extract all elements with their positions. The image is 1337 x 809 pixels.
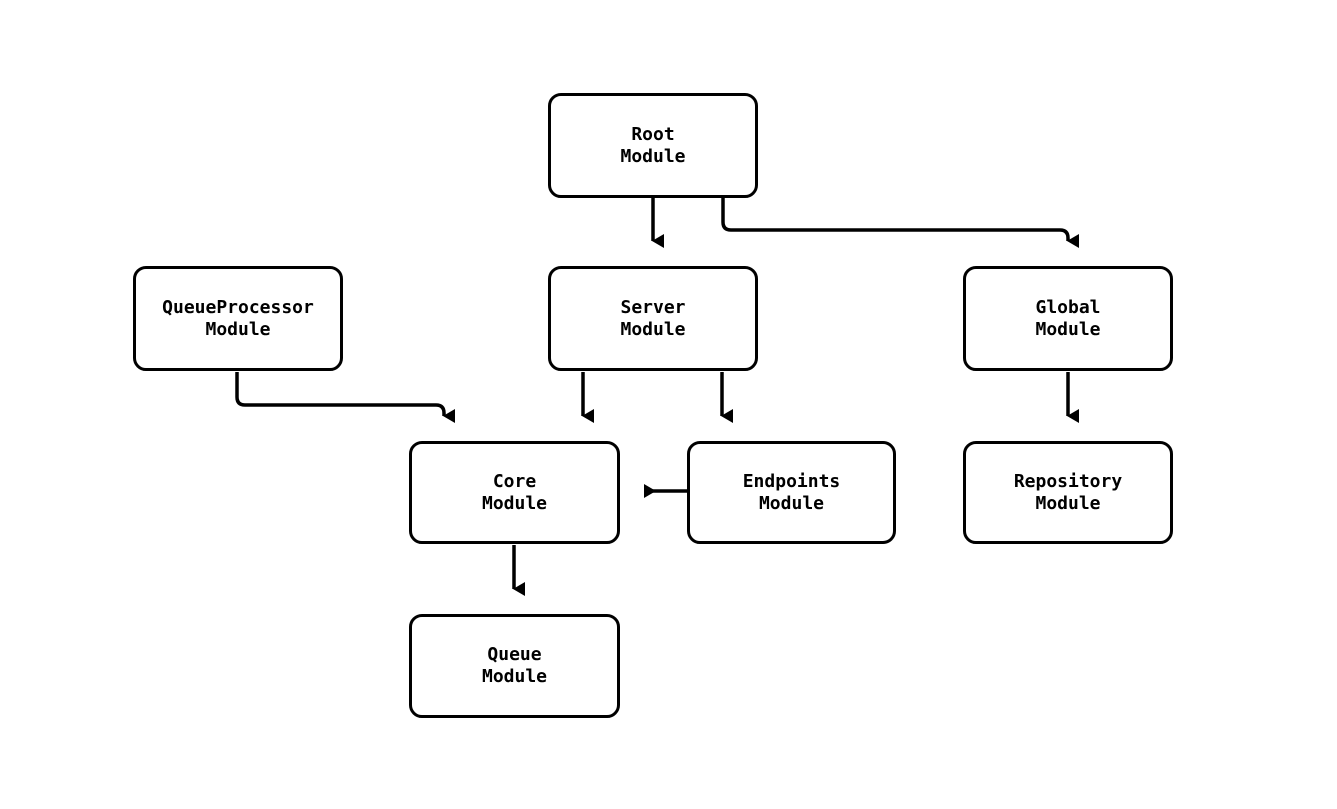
edge-queueprocessor-to-core	[235, 372, 455, 423]
node-repository-module[interactable]: Repository Module	[963, 441, 1173, 544]
edge-root-to-global	[721, 198, 1079, 248]
node-queueprocessor-module[interactable]: QueueProcessor Module	[133, 266, 343, 371]
node-queue-module-label: Queue Module	[481, 644, 548, 687]
node-global-module-label: Global Module	[1035, 296, 1101, 340]
node-core-module-label: Core Module	[481, 470, 548, 514]
node-endpoints-module[interactable]: Endpoints Module	[687, 441, 896, 544]
node-root-module[interactable]: Root Module	[548, 93, 758, 198]
node-endpoints-module-label: Endpoints Module	[742, 470, 841, 514]
node-queueprocessor-module-label: QueueProcessor Module	[162, 296, 314, 340]
node-server-module[interactable]: Server Module	[548, 266, 758, 371]
node-core-module[interactable]: Core Module	[409, 441, 620, 544]
node-global-module[interactable]: Global Module	[963, 266, 1173, 371]
node-root-module-label: Root Module	[620, 123, 686, 167]
node-queue-module[interactable]: Queue Module	[409, 614, 620, 718]
node-server-module-label: Server Module	[620, 296, 686, 340]
node-repository-module-label: Repository Module	[1013, 470, 1123, 514]
